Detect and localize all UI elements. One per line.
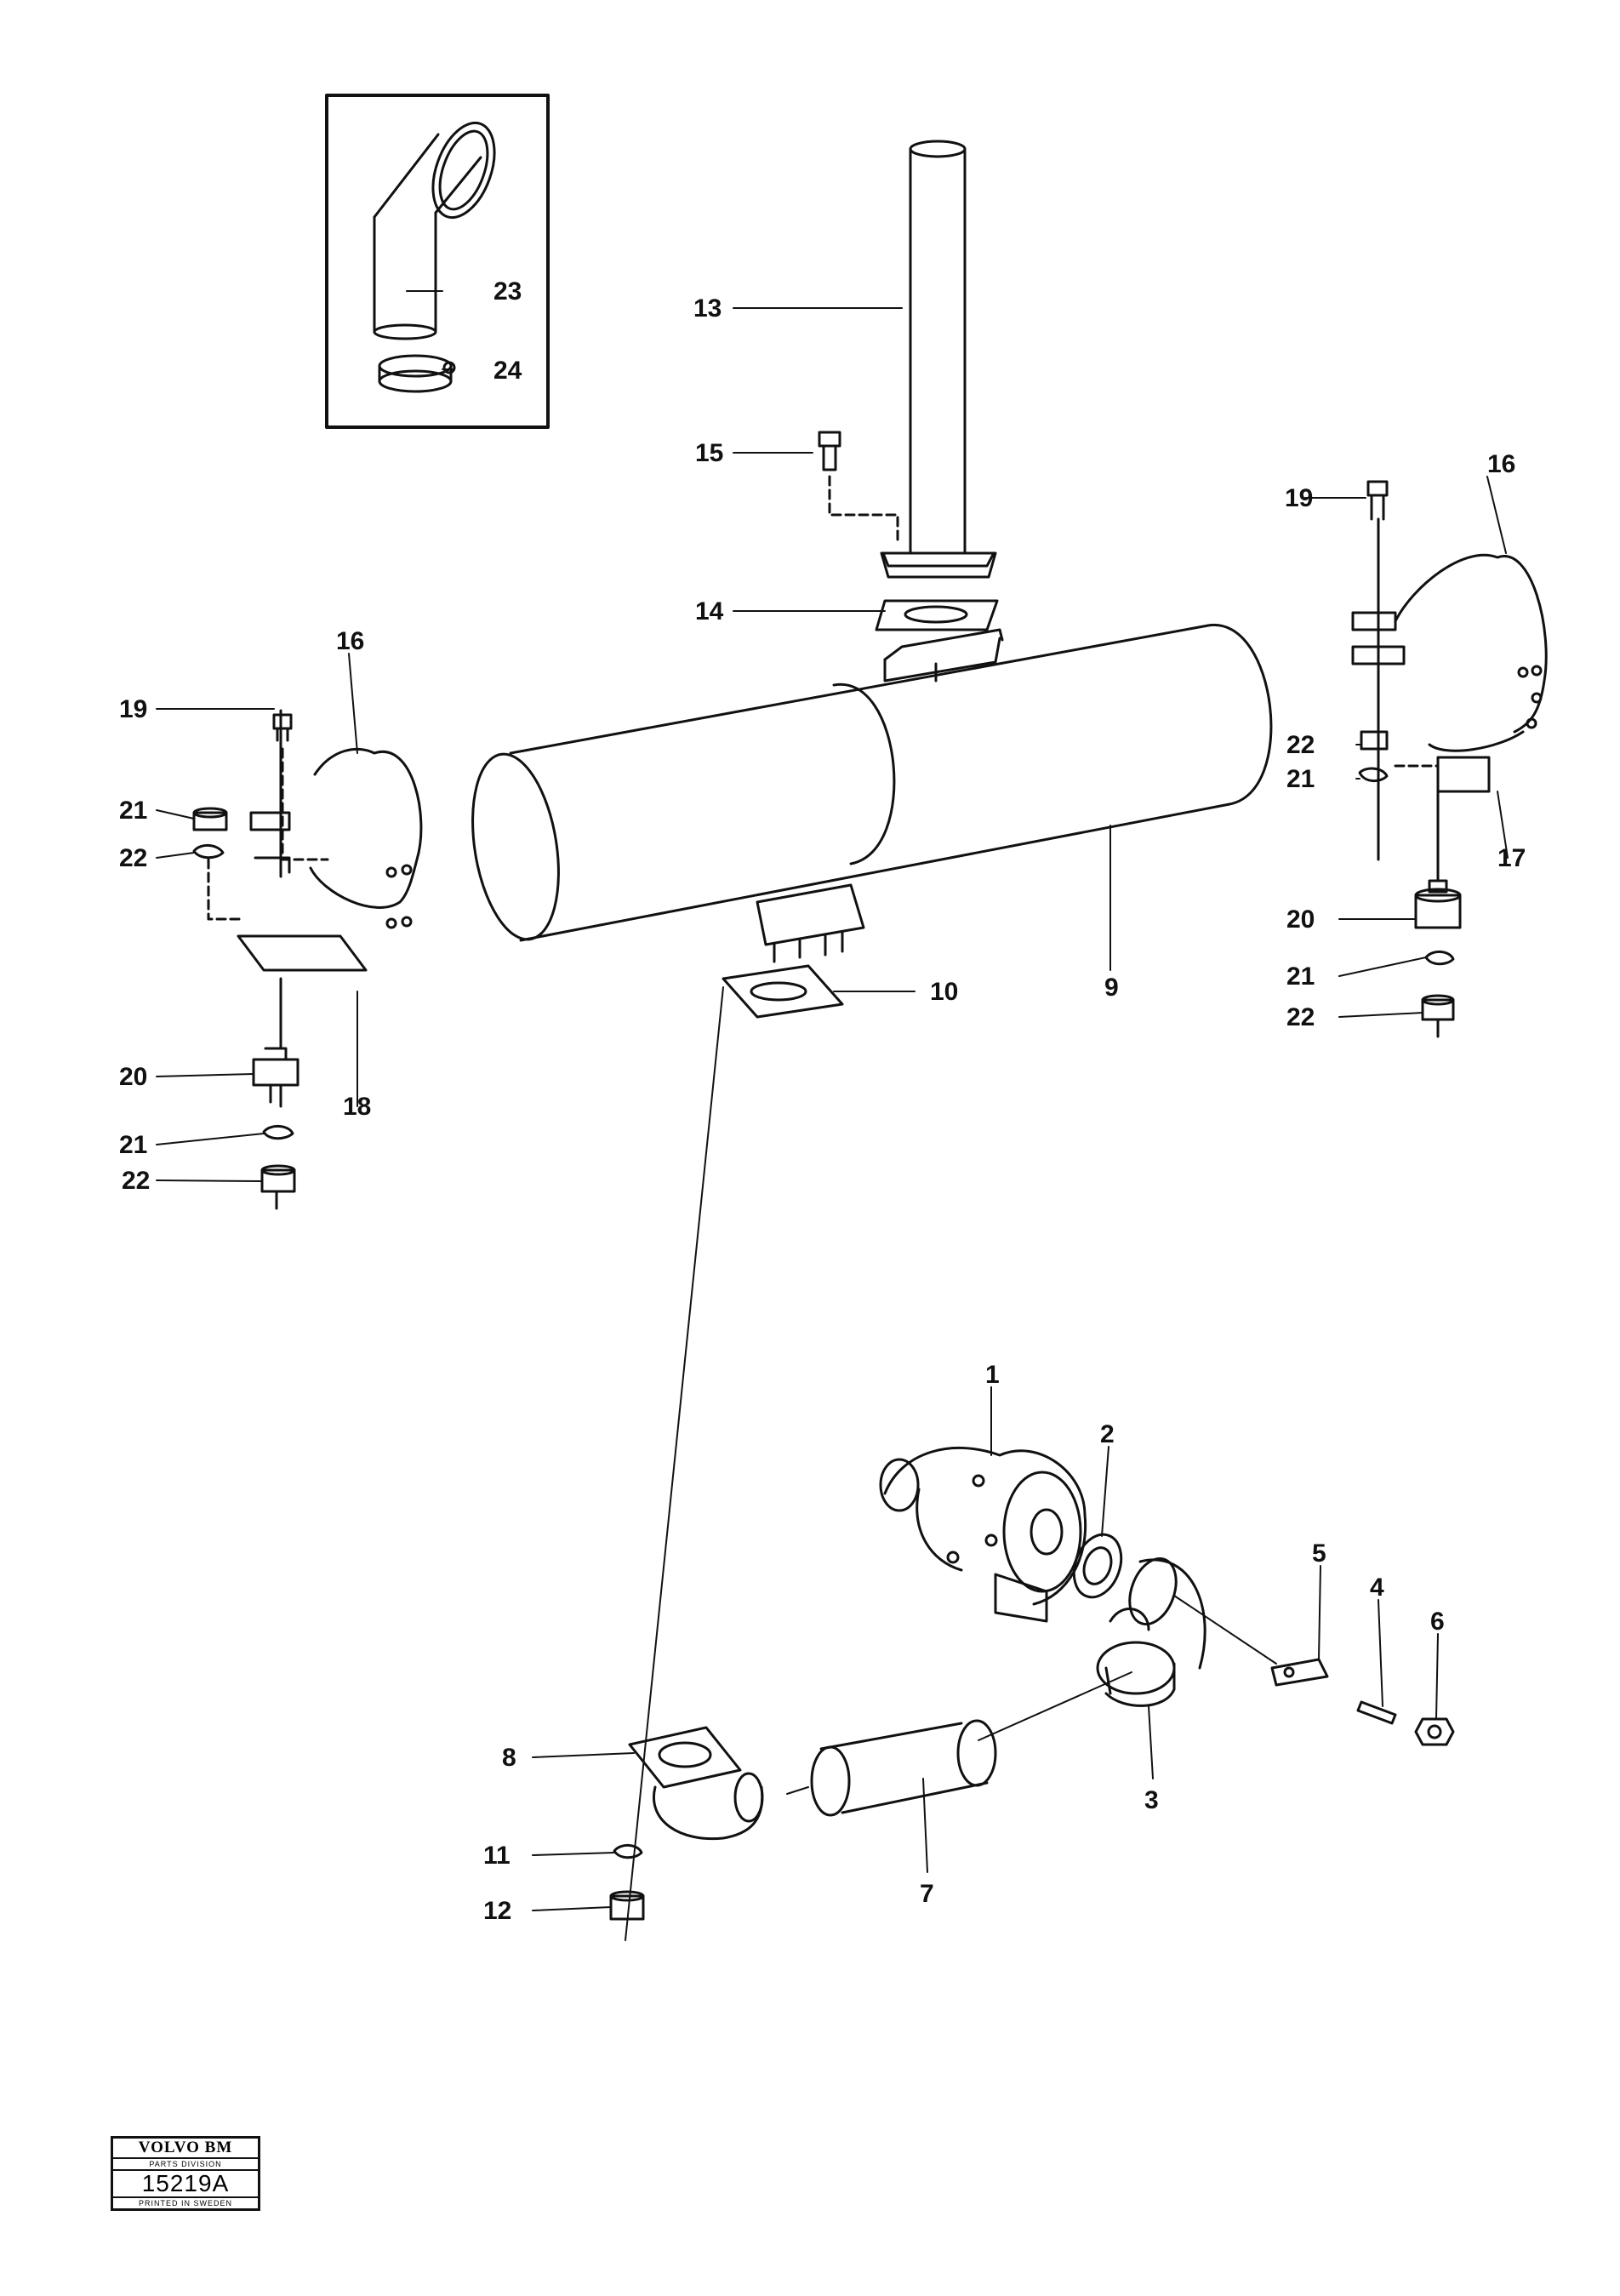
right-mount-parts bbox=[1414, 790, 1462, 1038]
callout-21-right-bottom: 21 bbox=[1286, 962, 1315, 991]
part-13-tail-pipe bbox=[880, 140, 997, 579]
part-6-nut bbox=[1414, 1717, 1455, 1746]
part-23-rain-cap-elbow bbox=[373, 121, 496, 340]
callout-21-left-top: 21 bbox=[119, 797, 147, 825]
callout-23: 23 bbox=[493, 277, 522, 306]
callout-17: 17 bbox=[1497, 844, 1526, 872]
parts-11-12 bbox=[609, 1844, 645, 1921]
callout-1: 1 bbox=[985, 1361, 1000, 1389]
guide-line bbox=[625, 986, 724, 1941]
callout-18: 18 bbox=[343, 1093, 371, 1121]
callout-16-left: 16 bbox=[336, 627, 364, 655]
callout-7: 7 bbox=[920, 1880, 934, 1908]
part-15-bolt bbox=[818, 431, 899, 542]
callout-labels: 23 24 13 15 14 9 10 19 16 22 21 17 20 21… bbox=[119, 277, 1526, 1925]
callout-22-right-top: 22 bbox=[1286, 731, 1315, 759]
volvo-bm-stamp: VOLVO BM PARTS DIVISION 15219A PRINTED I… bbox=[111, 2136, 260, 2211]
part-4-stud bbox=[1356, 1700, 1397, 1725]
leader-lines bbox=[156, 290, 1509, 1911]
part-5-bracket bbox=[1173, 1595, 1329, 1687]
callout-3: 3 bbox=[1144, 1786, 1159, 1814]
callout-20-right: 20 bbox=[1286, 905, 1315, 934]
callout-12: 12 bbox=[483, 1897, 511, 1925]
left-mount-parts bbox=[192, 807, 299, 1210]
part-7-pipe bbox=[810, 1671, 1132, 1817]
callout-21-right-top: 21 bbox=[1286, 765, 1315, 793]
callout-14: 14 bbox=[695, 597, 724, 625]
callout-11: 11 bbox=[483, 1842, 511, 1870]
left-clamp-assembly bbox=[237, 709, 423, 1048]
callout-20-left: 20 bbox=[119, 1063, 147, 1091]
callout-4: 4 bbox=[1370, 1574, 1384, 1602]
callout-24: 24 bbox=[493, 357, 522, 385]
part-10-gasket bbox=[722, 964, 844, 1019]
callout-2: 2 bbox=[1100, 1420, 1115, 1448]
callout-6: 6 bbox=[1430, 1608, 1445, 1636]
part-3-elbow bbox=[1096, 1556, 1206, 1707]
callout-21-left-bottom: 21 bbox=[119, 1131, 147, 1159]
callout-19-right: 19 bbox=[1285, 484, 1313, 512]
callout-22-left-bottom: 22 bbox=[122, 1167, 150, 1195]
callout-22-left-top: 22 bbox=[119, 844, 147, 872]
callout-5: 5 bbox=[1312, 1539, 1326, 1568]
callout-8: 8 bbox=[502, 1744, 516, 1772]
callout-19-left: 19 bbox=[119, 695, 147, 723]
stamp-printed: PRINTED IN SWEDEN bbox=[113, 2196, 258, 2208]
callout-16-right: 16 bbox=[1487, 450, 1515, 478]
part-14-gasket bbox=[875, 599, 999, 631]
callout-15: 15 bbox=[695, 439, 723, 467]
part-9-silencer bbox=[471, 624, 1273, 963]
callout-9: 9 bbox=[1104, 974, 1119, 1002]
part-1-turbo bbox=[879, 1446, 1087, 1623]
stamp-code: 15219A bbox=[141, 2170, 230, 2196]
callout-13: 13 bbox=[693, 294, 722, 323]
part-24-clamp-ring bbox=[378, 354, 456, 393]
right-clamp-assembly bbox=[1351, 480, 1548, 861]
callout-22-right-bottom: 22 bbox=[1286, 1003, 1315, 1031]
part-8-elbow bbox=[628, 1726, 809, 1841]
stamp-division: PARTS DIVISION bbox=[113, 2159, 258, 2171]
part-2-gasket bbox=[1072, 1533, 1123, 1599]
stamp-brand: VOLVO BM bbox=[113, 2139, 258, 2159]
callout-10: 10 bbox=[930, 978, 958, 1006]
inset-box bbox=[325, 94, 550, 429]
